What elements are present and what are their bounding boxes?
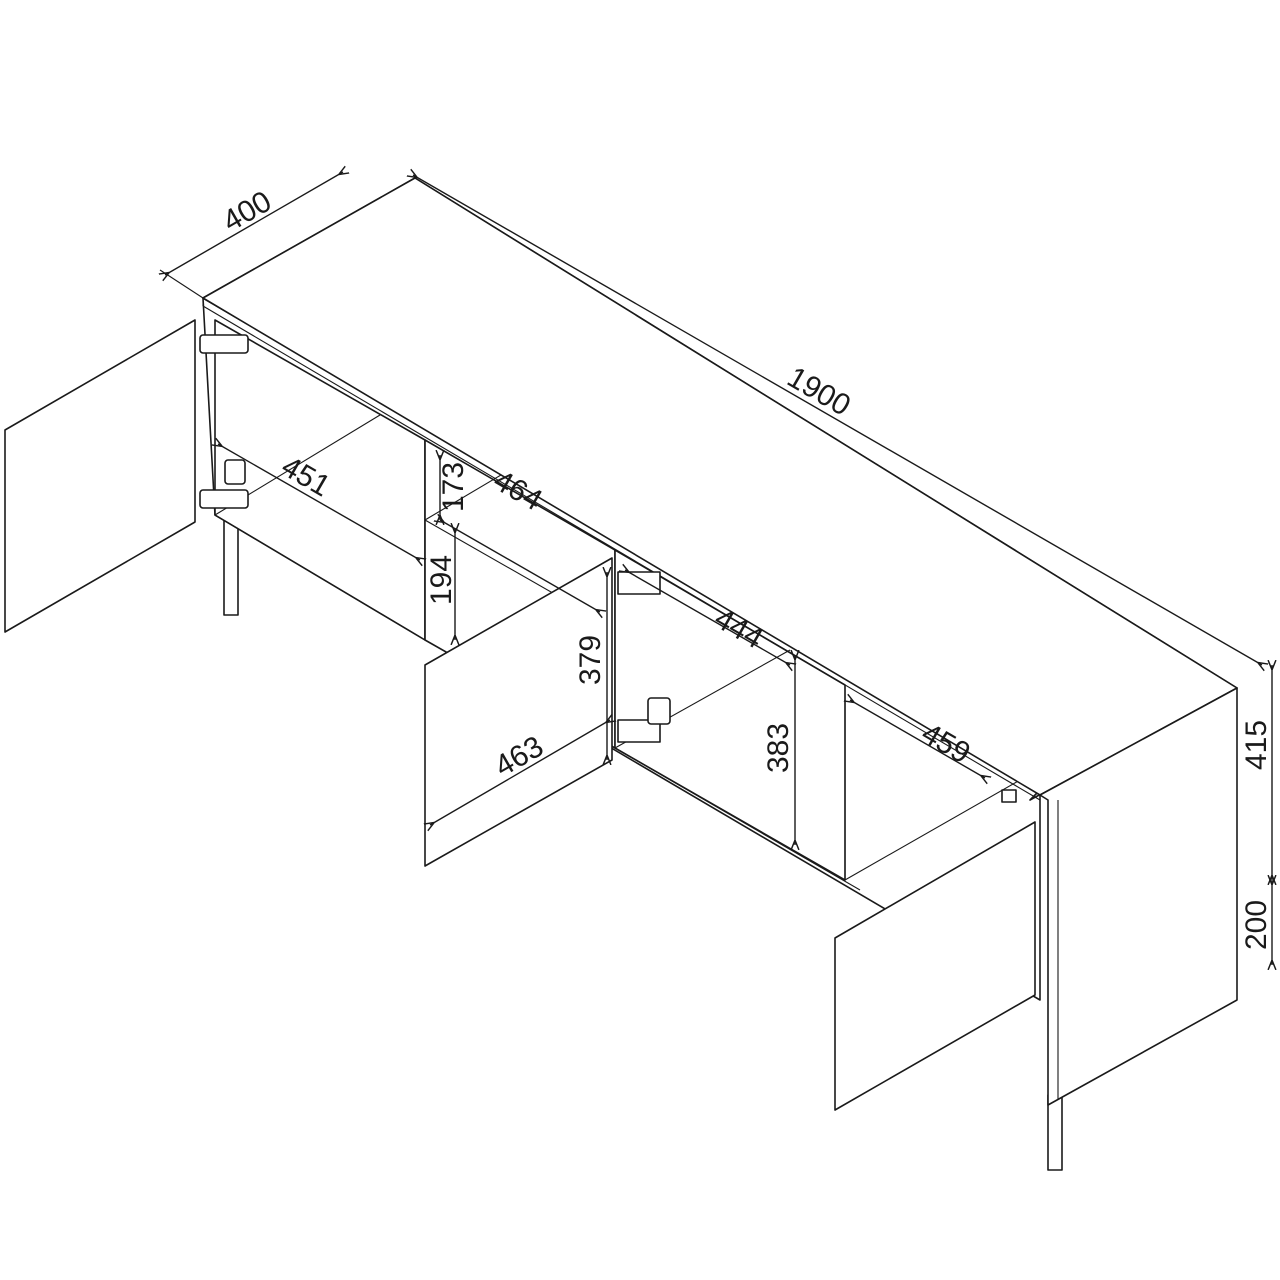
dim-shelf-lower: 194	[425, 555, 458, 605]
leg-front-right	[1047, 1094, 1063, 1171]
hinge-icon	[617, 719, 661, 743]
drawing-stroke	[413, 175, 1262, 665]
drawing-stroke	[844, 779, 1021, 881]
drawing-stroke	[159, 269, 204, 299]
right-door	[834, 821, 1036, 1111]
hinge-icon	[199, 489, 249, 509]
leg-left	[223, 514, 239, 616]
dimension-lines	[160, 172, 1272, 965]
dim-middle-door-height: 379	[574, 635, 607, 685]
dim-depth: 400	[217, 185, 277, 239]
dim-shelf-upper: 173	[437, 462, 470, 512]
drawing-stroke	[614, 747, 861, 891]
hinge-icon	[199, 334, 249, 354]
drawing-stroke	[440, 520, 600, 612]
hinge-icon	[224, 459, 246, 485]
dim-body-height: 415	[1240, 720, 1273, 770]
drawing-stroke	[625, 570, 790, 665]
hinge-icon	[647, 697, 671, 725]
drawing-stroke	[850, 700, 985, 778]
dim-right-height: 383	[762, 723, 795, 773]
drawing-stroke	[430, 720, 610, 825]
drawing-stroke	[218, 444, 420, 560]
hinge-icon	[617, 571, 661, 595]
right-side-panel	[1039, 687, 1238, 1106]
drawing-stroke	[165, 172, 343, 275]
left-door	[4, 319, 196, 633]
hinge-icon	[1001, 789, 1017, 803]
dim-leg-height: 200	[1240, 900, 1273, 950]
